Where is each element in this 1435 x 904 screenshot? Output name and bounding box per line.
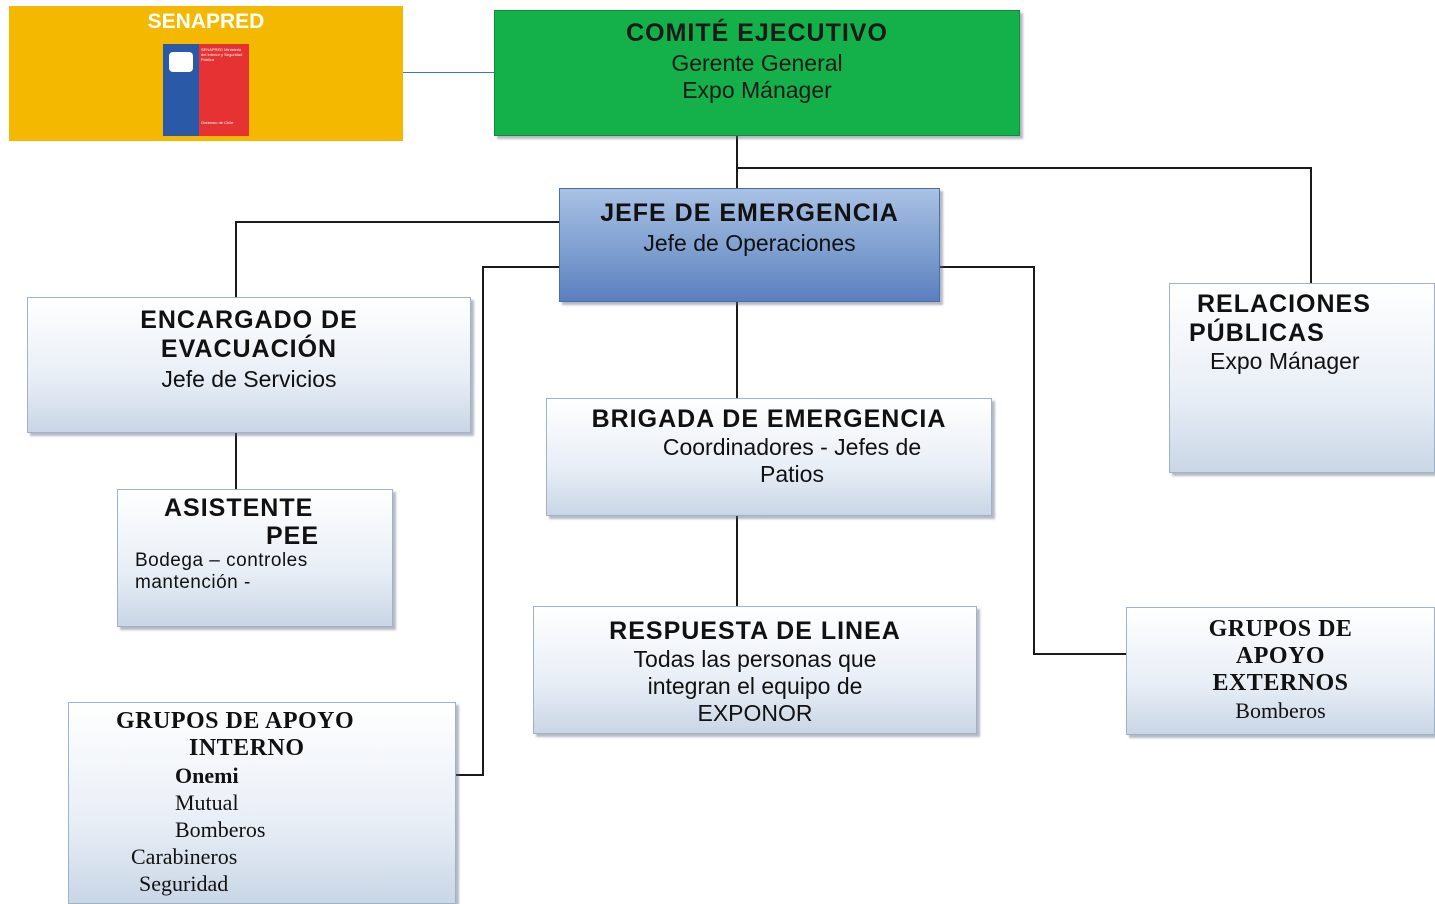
- jefe-emergencia-title: JEFE DE EMERGENCIA: [600, 199, 899, 227]
- connector: [482, 266, 484, 775]
- connector: [235, 221, 237, 297]
- externos-line1: Bomberos: [1235, 698, 1326, 723]
- node-jefe-emergencia: JEFE DE EMERGENCIA Jefe de Operaciones: [559, 188, 940, 302]
- comite-title: COMITÉ EJECUTIVO: [626, 19, 888, 47]
- logo-flag-text: SENAPRED Ministerio del Interior y Segur…: [201, 47, 243, 62]
- connector: [235, 221, 559, 223]
- connector: [235, 433, 237, 489]
- node-asistente-pee: ASISTENTE PEE Bodega – controles mantenc…: [117, 489, 393, 627]
- logo-connector: [403, 72, 495, 73]
- interno-title2: INTERNO: [189, 735, 305, 761]
- relaciones-title2: PÚBLICAS: [1189, 319, 1325, 347]
- asistente-line2: mantención -: [135, 572, 251, 593]
- connector: [1310, 167, 1312, 283]
- brigada-title: BRIGADA DE EMERGENCIA: [591, 405, 947, 433]
- respuesta-line2: integran el equipo de: [647, 673, 863, 699]
- connector: [1033, 266, 1035, 655]
- evacuacion-title2: EVACUACIÓN: [160, 335, 338, 363]
- connector: [482, 266, 559, 268]
- connector: [736, 167, 1312, 169]
- logo-brand-text: SENAPRED: [147, 10, 265, 33]
- relaciones-title1: RELACIONES: [1197, 290, 1371, 318]
- connector: [940, 266, 1035, 268]
- asistente-title2: PEE: [266, 522, 320, 550]
- jefe-emergencia-line1: Jefe de Operaciones: [643, 230, 856, 256]
- evacuacion-title1: ENCARGADO DE: [140, 306, 358, 334]
- connector: [1033, 653, 1126, 655]
- interno-item: Bomberos: [175, 817, 266, 842]
- interno-title1: GRUPOS DE APOYO: [116, 708, 355, 734]
- node-grupos-apoyo-externos: GRUPOS DE APOYO EXTERNOS Bomberos: [1126, 607, 1435, 735]
- connector: [736, 516, 738, 606]
- node-grupos-apoyo-interno: GRUPOS DE APOYO INTERNO Onemi Mutual Bom…: [68, 702, 456, 904]
- connector: [736, 136, 738, 188]
- interno-item: Mutual: [175, 790, 239, 815]
- respuesta-title: RESPUESTA DE LINEA: [609, 617, 901, 645]
- interno-item: Carabineros: [131, 844, 238, 869]
- externos-title3: EXTERNOS: [1212, 670, 1349, 696]
- relaciones-line1: Expo Mánager: [1210, 348, 1360, 374]
- brigada-line1: Coordinadores - Jefes de: [662, 434, 922, 460]
- externos-title1: GRUPOS DE: [1208, 616, 1353, 642]
- logo-flag-footer: Gobierno de Chile: [201, 120, 234, 125]
- node-relaciones-publicas: RELACIONES PÚBLICAS Expo Mánager: [1169, 283, 1435, 473]
- brigada-line2: Patios: [760, 461, 824, 487]
- chile-flag-emblem: SENAPRED Ministerio del Interior y Segur…: [163, 44, 249, 136]
- coat-of-arms-icon: [169, 52, 193, 72]
- node-comite-ejecutivo: COMITÉ EJECUTIVO Gerente General Expo Má…: [494, 10, 1020, 136]
- asistente-line1: Bodega – controles: [135, 550, 308, 571]
- respuesta-line1: Todas las personas que: [633, 646, 877, 672]
- respuesta-line3: EXPONOR: [697, 700, 813, 726]
- evacuacion-line1: Jefe de Servicios: [161, 366, 337, 392]
- interno-item: Seguridad: [139, 871, 229, 896]
- externos-title2: APOYO: [1235, 643, 1326, 669]
- connector: [456, 774, 484, 776]
- node-respuesta-linea: RESPUESTA DE LINEA Todas las personas qu…: [533, 606, 977, 734]
- node-encargado-evacuacion: ENCARGADO DE EVACUACIÓN Jefe de Servicio…: [27, 297, 471, 433]
- asistente-title1: ASISTENTE: [164, 494, 314, 522]
- senapred-logo: SENAPRED SENAPRED Ministerio del Interio…: [9, 6, 403, 141]
- node-brigada-emergencia: BRIGADA DE EMERGENCIA Coordinadores - Je…: [546, 398, 992, 516]
- connector: [736, 302, 738, 398]
- comite-line2: Expo Mánager: [682, 77, 832, 103]
- comite-line1: Gerente General: [671, 50, 843, 76]
- interno-item: Onemi: [175, 763, 239, 788]
